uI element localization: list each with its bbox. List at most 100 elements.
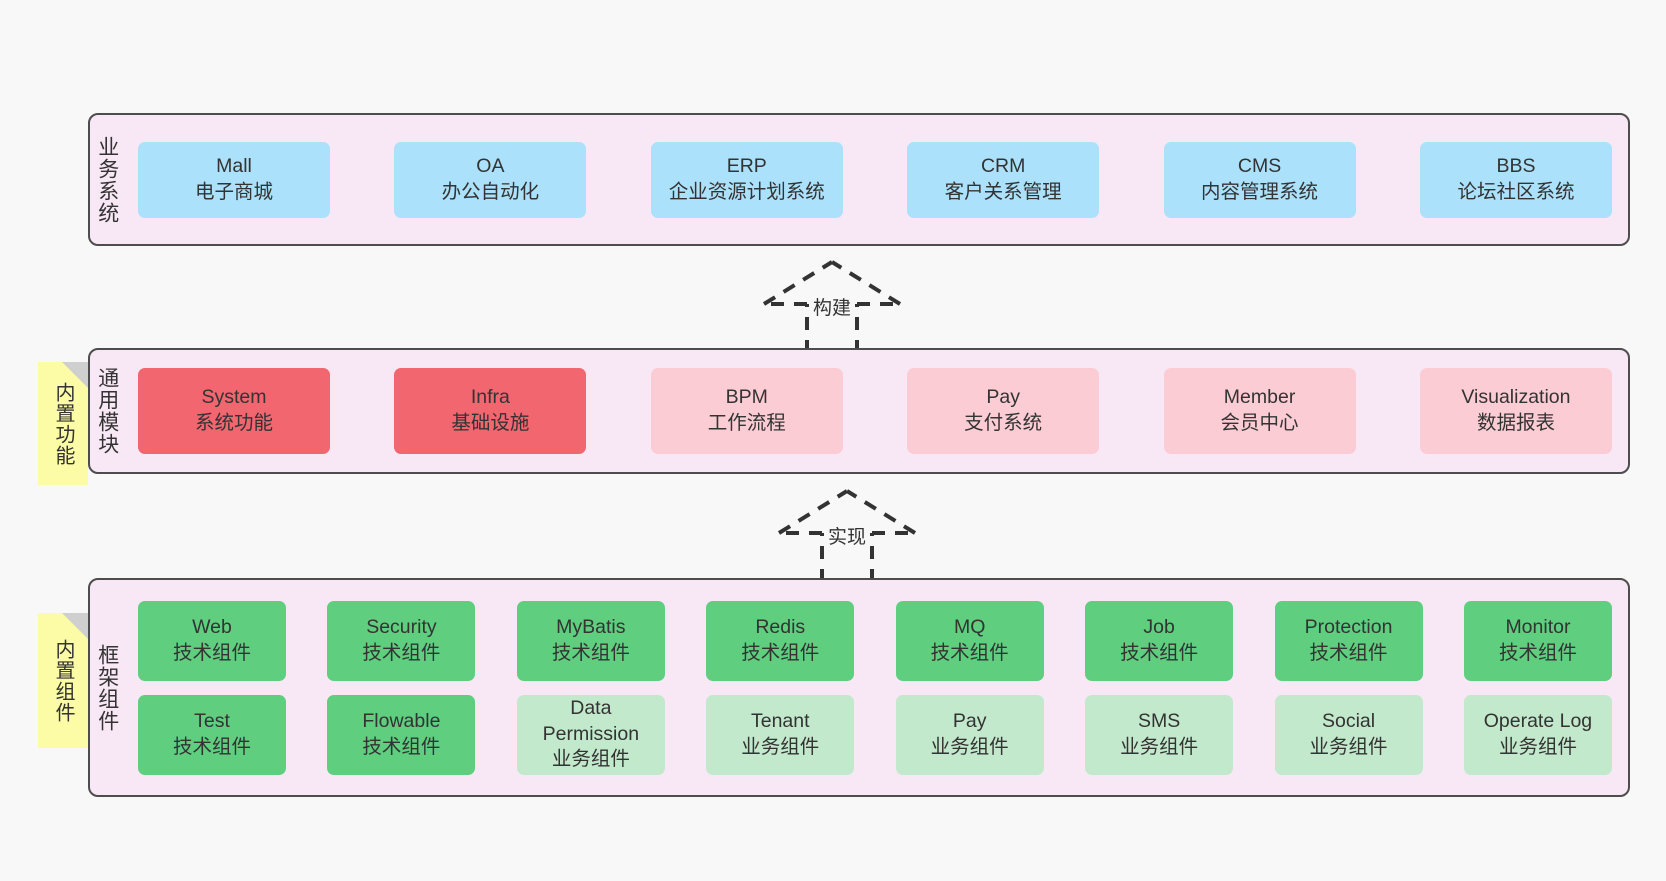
item-subtitle: 业务组件 xyxy=(741,735,820,758)
item-title: Pay xyxy=(986,386,1020,409)
layer-label-business-system: 业务系统 xyxy=(95,135,119,224)
layer-body-common-module: System 系统功能 Infra 基础设施 BPM 工作流程 Pay 支付系统… xyxy=(124,350,1628,472)
item-title: ERP xyxy=(726,154,767,177)
item-subtitle: 工作流程 xyxy=(707,412,786,434)
item-subtitle: 系统功能 xyxy=(194,412,273,434)
item-subtitle: 客户关系管理 xyxy=(944,180,1062,203)
item-title: Test xyxy=(194,709,230,732)
item-title: Job xyxy=(1143,615,1175,638)
item-subtitle: 技术组件 xyxy=(362,735,441,758)
item-mall[interactable]: Mall 电子商城 xyxy=(138,141,330,218)
item-mybatis[interactable]: MyBatis 技术组件 xyxy=(516,600,665,681)
item-subtitle: 技术组件 xyxy=(172,735,251,758)
item-subtitle: 数据报表 xyxy=(1476,412,1555,434)
item-title: Pay xyxy=(952,709,987,732)
item-oa[interactable]: OA 办公自动化 xyxy=(394,141,587,218)
item-subtitle: 技术组件 xyxy=(1498,641,1577,664)
arrow-implement xyxy=(777,489,917,582)
arrow-implement-label: 实现 xyxy=(828,527,867,548)
item-title: Protection xyxy=(1304,615,1393,638)
item-title: Flowable xyxy=(362,709,441,732)
layer-label-framework-component: 框架组件 xyxy=(95,643,119,732)
item-title: Infra xyxy=(470,386,510,409)
item-subtitle: 企业资源计划系统 xyxy=(668,180,825,203)
item-subtitle: 技术组件 xyxy=(1309,641,1388,664)
item-web[interactable]: Web 技术组件 xyxy=(138,600,286,681)
item-security[interactable]: Security 技术组件 xyxy=(327,600,476,681)
layer-common-module: 通用模块 System 系统功能 Infra 基础设施 BPM 工作流程 Pay… xyxy=(88,348,1630,474)
item-cms[interactable]: CMS 内容管理系统 xyxy=(1163,141,1356,218)
item-sms[interactable]: SMS 业务组件 xyxy=(1085,694,1234,775)
item-bbs[interactable]: BBS 论坛社区系统 xyxy=(1419,141,1612,218)
arrow-build xyxy=(762,260,902,353)
item-title: BBS xyxy=(1496,154,1536,177)
fold-corner-icon xyxy=(62,362,88,388)
item-social[interactable]: Social 业务组件 xyxy=(1274,694,1423,775)
item-subtitle: 技术组件 xyxy=(741,641,820,664)
item-data-permission[interactable]: Data Permission 业务组件 xyxy=(516,694,665,775)
layer-label-common-module: 通用模块 xyxy=(95,367,119,455)
item-subtitle: 业务组件 xyxy=(551,748,630,771)
item-pay-business[interactable]: Pay 业务组件 xyxy=(895,694,1044,775)
item-bpm[interactable]: BPM 工作流程 xyxy=(650,368,843,454)
item-subtitle: 技术组件 xyxy=(551,641,630,664)
item-subtitle: 会员中心 xyxy=(1220,412,1299,434)
item-subtitle: 内容管理系统 xyxy=(1201,180,1319,203)
layer-body-business-system: Mall 电子商城 OA 办公自动化 ERP 企业资源计划系统 CRM 客户关系… xyxy=(124,115,1628,244)
item-title: Operate Log xyxy=(1483,709,1593,732)
item-title: Redis xyxy=(755,615,806,638)
item-mq[interactable]: MQ 技术组件 xyxy=(895,600,1044,681)
layer-body-framework-component: Web 技术组件 Security 技术组件 MyBatis 技术组件 Redi… xyxy=(124,580,1628,795)
item-subtitle: 技术组件 xyxy=(930,641,1009,664)
sticky-note-text: 内置功能 xyxy=(52,381,74,466)
item-system[interactable]: System 系统功能 xyxy=(138,368,330,454)
arrow-build-label: 构建 xyxy=(813,298,852,319)
item-title: System xyxy=(201,386,267,409)
item-infra[interactable]: Infra 基础设施 xyxy=(394,368,587,454)
item-protection[interactable]: Protection 技术组件 xyxy=(1274,600,1423,681)
item-subtitle: 技术组件 xyxy=(1120,641,1199,664)
item-visualization[interactable]: Visualization 数据报表 xyxy=(1419,368,1612,454)
item-tenant[interactable]: Tenant 业务组件 xyxy=(706,694,855,775)
item-title: CRM xyxy=(980,154,1026,177)
item-subtitle: 论坛社区系统 xyxy=(1457,180,1575,203)
item-test[interactable]: Test 技术组件 xyxy=(138,694,286,775)
item-operate-log[interactable]: Operate Log 业务组件 xyxy=(1463,694,1612,775)
item-subtitle: 技术组件 xyxy=(362,641,441,664)
item-title: Web xyxy=(192,615,232,638)
item-crm[interactable]: CRM 客户关系管理 xyxy=(907,141,1100,218)
sticky-note-builtin-function: 内置功能 xyxy=(38,362,88,485)
item-title: Visualization xyxy=(1461,386,1571,409)
item-title: CMS xyxy=(1237,154,1282,177)
item-title: Security xyxy=(366,615,437,638)
sticky-note-text: 内置组件 xyxy=(52,638,74,723)
item-pay[interactable]: Pay 支付系统 xyxy=(907,368,1100,454)
item-subtitle: 业务组件 xyxy=(1120,735,1199,758)
item-title: SMS xyxy=(1137,709,1181,732)
item-subtitle: 基础设施 xyxy=(451,412,530,434)
fold-corner-icon xyxy=(62,613,88,639)
sticky-note-builtin-component: 内置组件 xyxy=(38,613,88,748)
item-title: OA xyxy=(476,154,505,177)
item-flowable[interactable]: Flowable 技术组件 xyxy=(327,694,476,775)
item-title: Tenant xyxy=(750,709,810,732)
item-subtitle: 办公自动化 xyxy=(441,180,540,203)
item-title: MQ xyxy=(953,615,986,638)
item-subtitle: 电子商城 xyxy=(194,180,273,203)
item-title: Data Permission xyxy=(542,696,640,745)
item-subtitle: 支付系统 xyxy=(964,412,1043,434)
item-member[interactable]: Member 会员中心 xyxy=(1163,368,1356,454)
item-redis[interactable]: Redis 技术组件 xyxy=(706,600,855,681)
item-subtitle: 业务组件 xyxy=(1498,735,1577,758)
item-title: Social xyxy=(1321,709,1376,732)
item-title: MyBatis xyxy=(556,615,626,638)
item-erp[interactable]: ERP 企业资源计划系统 xyxy=(650,141,843,218)
item-subtitle: 业务组件 xyxy=(1309,735,1388,758)
item-monitor[interactable]: Monitor 技术组件 xyxy=(1463,600,1612,681)
framework-row-business: Test 技术组件 Flowable 技术组件 Data Permission … xyxy=(138,694,1612,775)
framework-row-technical: Web 技术组件 Security 技术组件 MyBatis 技术组件 Redi… xyxy=(138,600,1612,681)
item-title: BPM xyxy=(725,386,768,409)
item-job[interactable]: Job 技术组件 xyxy=(1085,600,1234,681)
item-title: Member xyxy=(1223,386,1296,409)
layer-framework-component: 框架组件 Web 技术组件 Security 技术组件 MyBatis 技术组件… xyxy=(88,578,1630,797)
